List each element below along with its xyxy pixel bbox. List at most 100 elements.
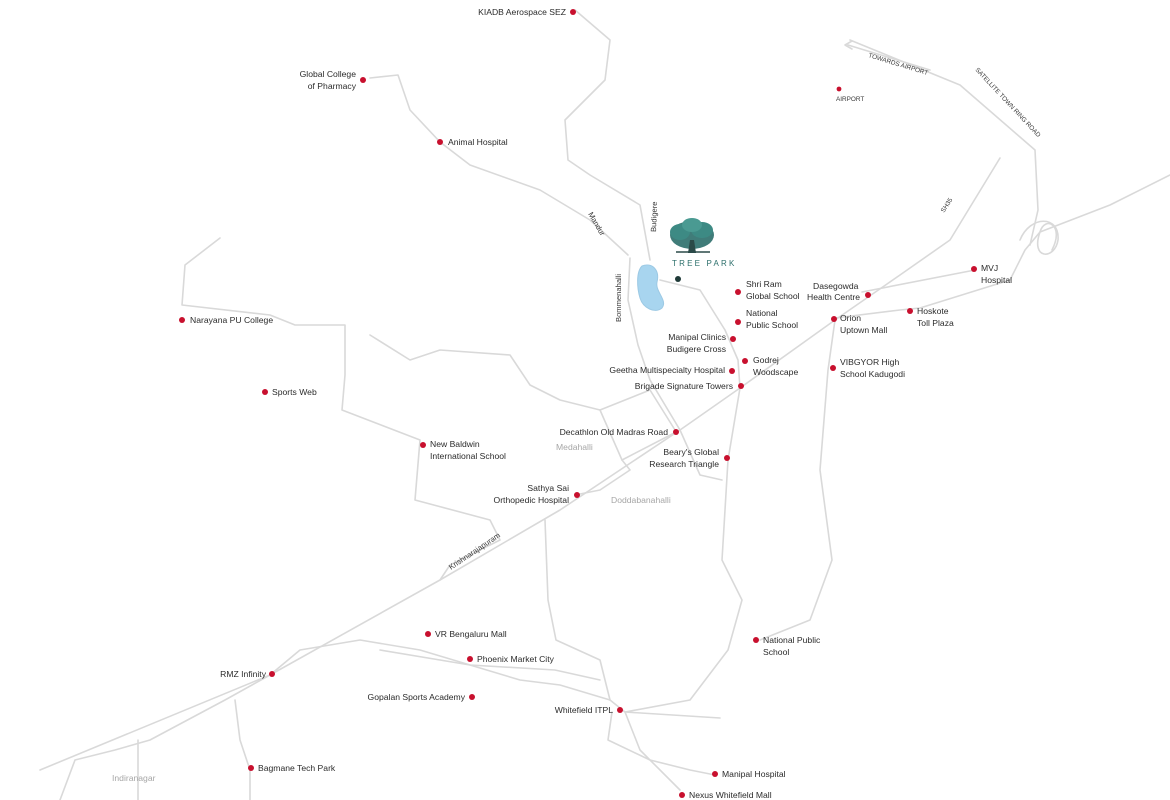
road-mvj-branch [861, 269, 976, 293]
road-internal-2 [621, 429, 723, 481]
poi-marker-shri-ram[interactable] [735, 289, 741, 295]
poi-label-new-baldwin-line1: New Baldwin [430, 439, 480, 449]
poi-marker-animal-hospital[interactable] [437, 139, 443, 145]
poi-label-vibgyor-line1: VIBGYOR High [840, 357, 899, 367]
lake [637, 264, 664, 311]
road-hoskote [834, 174, 1170, 319]
road-label-sh35: SH35 [940, 196, 955, 214]
arrow-left-icon [844, 40, 853, 50]
poi-label-airport: AIRPORT [836, 96, 864, 103]
road-bommenahalli [627, 257, 681, 431]
poi-label-orion-line2: Uptown Mall [840, 325, 887, 335]
road-middle [369, 334, 631, 496]
poi-label-global-college-line1: Global College [300, 69, 357, 79]
road-label-bommenahalli: Bommenahalli [614, 274, 623, 322]
poi-label-hoskote-line2: Toll Plaza [917, 318, 954, 328]
poi-label-hoskote-line1: Hoskote [917, 306, 949, 316]
poi-marker-sathya-sai[interactable] [574, 492, 580, 498]
poi-label-decathlon: Decathlon Old Madras Road [560, 427, 669, 437]
poi-label-bearys-line1: Beary's Global [663, 447, 719, 457]
area-label-indiranagar: Indiranagar [112, 773, 156, 783]
poi-label-shri-ram-line1: Shri Ram [746, 279, 782, 289]
poi-label-national-public-2-line2: School [763, 647, 789, 657]
road-internal-1 [599, 389, 676, 431]
road-budigere [564, 9, 651, 261]
road-label-mandur: Mandur [586, 211, 607, 238]
road-satellite-ring [849, 39, 1039, 246]
poi-label-bearys-line2: Research Triangle [649, 459, 719, 469]
poi-marker-nexus[interactable] [679, 792, 685, 798]
poi-label-shri-ram-line2: Global School [746, 291, 800, 301]
area-label-medahalli: Medahalli [556, 442, 593, 452]
poi-marker-manipal-clinics[interactable] [730, 336, 736, 342]
poi-label-manipal-clinics-line1: Manipal Clinics [668, 332, 726, 342]
road-label-krishnarajapuram: Krishnarajapuram [447, 531, 502, 572]
road-south-mid [544, 519, 611, 701]
poi-label-national-public-1-line2: Public School [746, 320, 798, 330]
poi-label-mvj-line1: MVJ [981, 263, 998, 273]
poi-marker-vr-mall[interactable] [425, 631, 431, 637]
poi-label-national-public-2-line1: National Public [763, 635, 821, 645]
poi-label-nexus: Nexus Whitefield Mall [689, 790, 772, 800]
poi-marker-kiadb[interactable] [570, 9, 576, 15]
road-network [39, 9, 1170, 800]
poi-marker-orion[interactable] [831, 316, 837, 322]
poi-label-dasegowda-line2: Health Centre [807, 292, 860, 302]
poi-label-dasegowda-line1: Dasegowda [813, 281, 859, 291]
poi-label-sports-web: Sports Web [272, 387, 317, 397]
poi-marker-mvj-hospital[interactable] [971, 266, 977, 272]
poi-label-manipal-hospital: Manipal Hospital [722, 769, 786, 779]
poi-marker-phoenix[interactable] [467, 656, 473, 662]
poi-marker-godrej[interactable] [742, 358, 748, 364]
road-towards-airport [847, 44, 931, 71]
poi-label-godrej-line2: Woodscape [753, 367, 798, 377]
road-old-madras [39, 157, 1001, 771]
poi-label-bagmane: Bagmane Tech Park [258, 763, 336, 773]
poi-label-animal-hospital: Animal Hospital [448, 137, 508, 147]
poi-marker-bearys[interactable] [724, 455, 730, 461]
poi-marker-dasegowda[interactable] [865, 292, 871, 298]
poi-marker-decathlon[interactable] [673, 429, 679, 435]
poi-marker-hoskote[interactable] [907, 308, 913, 314]
poi-label-gopalan: Gopalan Sports Academy [368, 692, 466, 702]
poi-label-national-public-1-line1: National [746, 308, 778, 318]
road-itpl-south [607, 711, 716, 776]
poi-label-godrej-line1: Godrej [753, 355, 779, 365]
poi-marker-brigade[interactable] [738, 383, 744, 389]
poi-label-vr-mall: VR Bengaluru Mall [435, 629, 507, 639]
poi-marker-whitefield-itpl[interactable] [617, 707, 623, 713]
poi-label-new-baldwin-line2: International School [430, 451, 506, 461]
poi-marker-national-public-2[interactable] [753, 637, 759, 643]
poi-label-global-college-line2: of Pharmacy [308, 81, 357, 91]
road-phoenix [379, 649, 601, 681]
poi-marker-vibgyor[interactable] [830, 365, 836, 371]
poi-marker-geetha[interactable] [729, 368, 735, 374]
poi-label-sathya-sai-line1: Sathya Sai [527, 483, 569, 493]
brand-name: TREE PARK [672, 259, 737, 268]
poi-label-vibgyor-line2: School Kadugodi [840, 369, 905, 379]
poi-marker-manipal-hospital[interactable] [712, 771, 718, 777]
road-treepark-godrej [659, 279, 741, 389]
road-lower-left [59, 674, 271, 800]
poi-label-brigade: Brigade Signature Towers [635, 381, 733, 391]
poi-label-manipal-clinics-line2: Budigere Cross [667, 344, 726, 354]
poi-marker-national-public-1[interactable] [735, 319, 741, 325]
road-label-satellite-ring: SATELLITE TOWN RING ROAD [974, 67, 1042, 140]
poi-marker-sports-web[interactable] [262, 389, 268, 395]
road-narayana [181, 237, 501, 581]
poi-marker-gopalan[interactable] [469, 694, 475, 700]
tree-park-location-marker[interactable] [675, 276, 681, 282]
poi-label-sathya-sai-line2: Orthopedic Hospital [494, 495, 570, 505]
poi-marker-new-baldwin[interactable] [420, 442, 426, 448]
poi-marker-airport[interactable] [836, 86, 842, 92]
road-bagmane [234, 699, 251, 800]
poi-marker-rmz[interactable] [269, 671, 275, 677]
road-cloverleaf [1019, 220, 1059, 255]
poi-label-rmz: RMZ Infinity [220, 669, 267, 679]
poi-marker-narayana[interactable] [179, 317, 185, 323]
poi-label-geetha: Geetha Multispecialty Hospital [609, 365, 725, 375]
poi-marker-bagmane[interactable] [248, 765, 254, 771]
road-nexus [624, 711, 681, 791]
poi-marker-global-college[interactable] [360, 77, 366, 83]
